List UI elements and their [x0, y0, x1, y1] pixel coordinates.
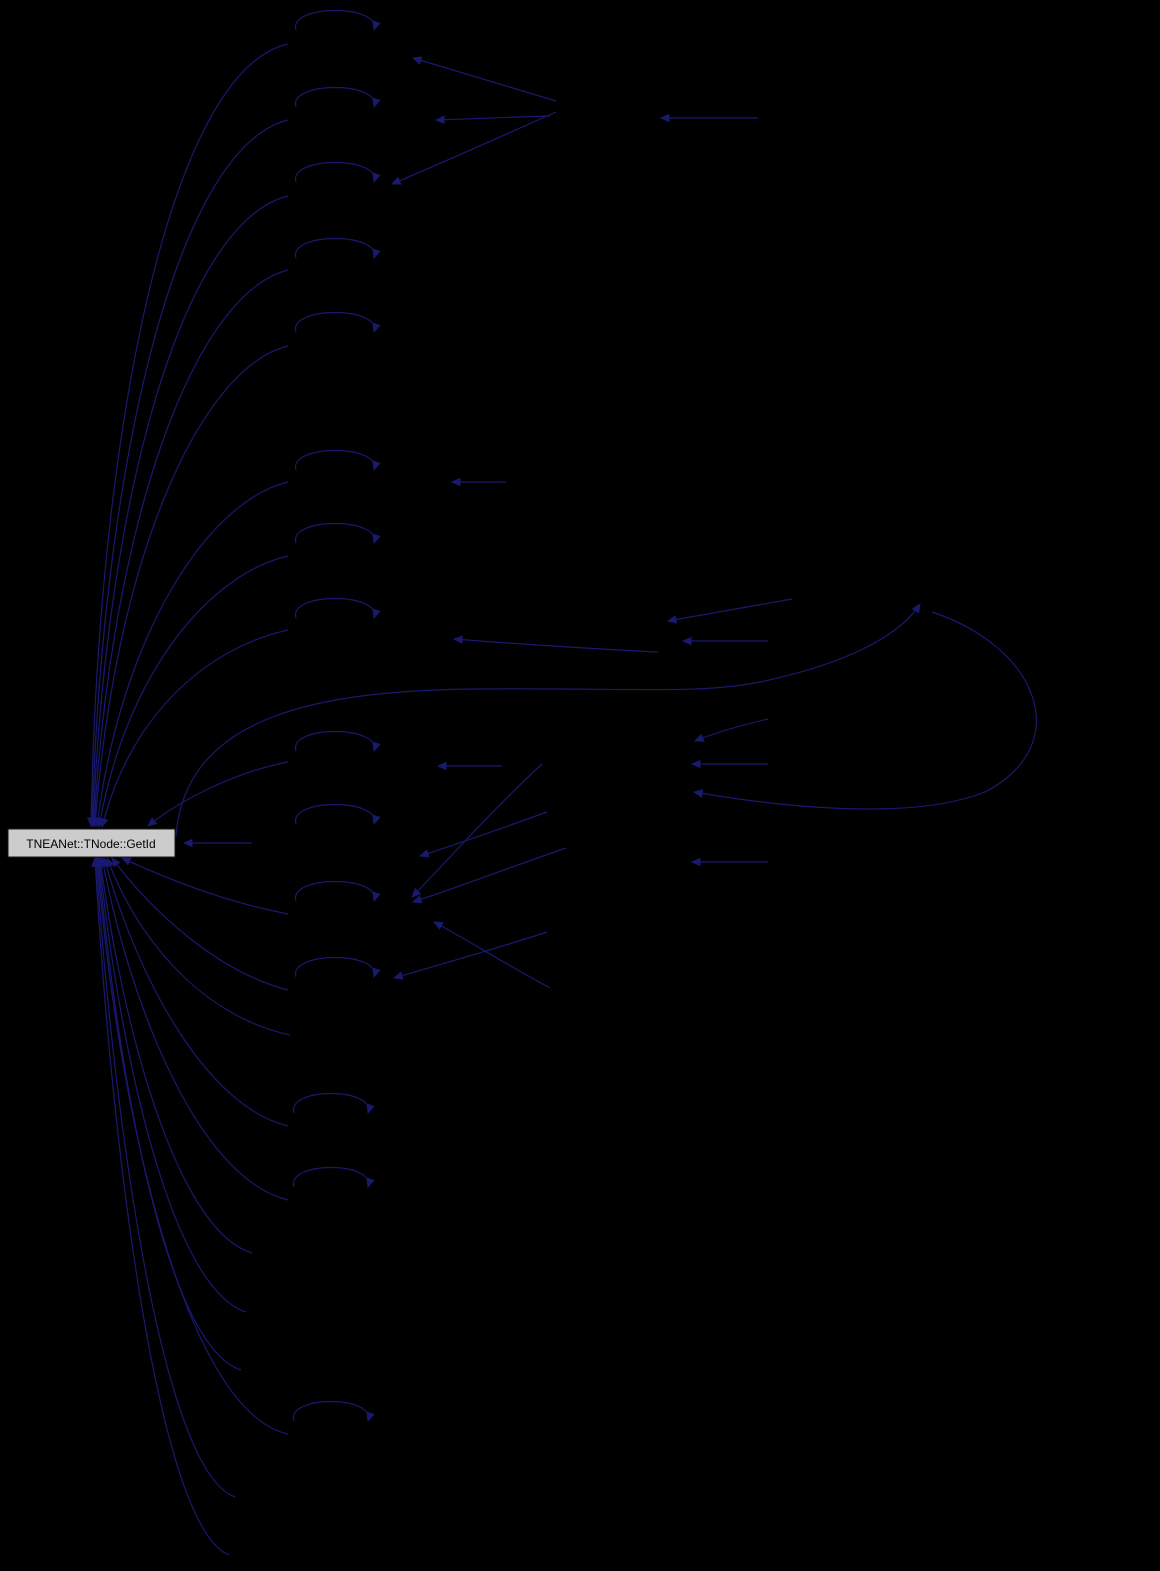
call-edge: [411, 847, 567, 904]
call-edge: [694, 718, 769, 742]
self-loop-edge: [295, 731, 381, 753]
call-edge: [86, 43, 289, 828]
self-loop-edge: [295, 523, 381, 545]
call-edge: [147, 761, 289, 827]
call-edge: [89, 195, 289, 828]
call-edge: [92, 856, 236, 1498]
call-edge: [95, 856, 247, 1313]
call-edge: [411, 763, 543, 898]
call-edge: [452, 635, 659, 653]
self-loop-edge: [293, 1167, 375, 1189]
call-edge: [418, 811, 548, 858]
call-edge: [91, 856, 230, 1556]
self-loop-edge: [295, 450, 381, 472]
call-edge: [93, 856, 289, 1435]
call-edge: [391, 111, 557, 185]
self-loop-edge: [293, 1401, 375, 1423]
self-loop-edge: [295, 87, 381, 109]
call-edge: [102, 856, 289, 1127]
call-edge: [90, 269, 289, 828]
call-edge: [433, 921, 551, 989]
top-cluster-edges: [391, 56, 758, 487]
call-edge: [111, 857, 289, 991]
focus-node-label: TNEANet::TNode::GetId: [26, 837, 155, 851]
self-loop-edge: [295, 238, 381, 260]
call-edge: [96, 555, 289, 829]
call-edge: [87, 119, 289, 828]
caller-edges: [86, 43, 291, 1556]
call-edge: [434, 115, 551, 125]
call-edge: [175, 603, 921, 837]
self-loop-edge: [295, 881, 381, 903]
call-edge: [99, 629, 289, 829]
call-edge: [91, 345, 289, 828]
focus-node-box[interactable]: [7, 828, 176, 858]
self-loop-edges: [293, 10, 381, 1423]
right-side-edges: [175, 598, 1037, 867]
self-loop-edge: [295, 598, 381, 620]
call-edge: [411, 56, 557, 102]
self-loop-edge: [295, 10, 381, 32]
call-edge: [666, 598, 793, 624]
call-edge: [93, 481, 289, 828]
self-loop-edge: [295, 162, 381, 184]
self-loop-edge: [295, 312, 381, 334]
call-edge: [99, 856, 289, 1201]
self-loop-edge: [295, 804, 381, 826]
call-edge: [692, 611, 1037, 810]
center-cluster-edges: [392, 761, 567, 989]
call-edge: [106, 856, 291, 1036]
self-loop-edge: [295, 957, 381, 979]
call-edge: [121, 857, 289, 915]
call-edge: [392, 931, 548, 980]
self-loop-edge: [293, 1093, 375, 1115]
call-edge: [96, 856, 253, 1254]
focus-node[interactable]: TNEANet::TNode::GetId: [7, 828, 176, 858]
